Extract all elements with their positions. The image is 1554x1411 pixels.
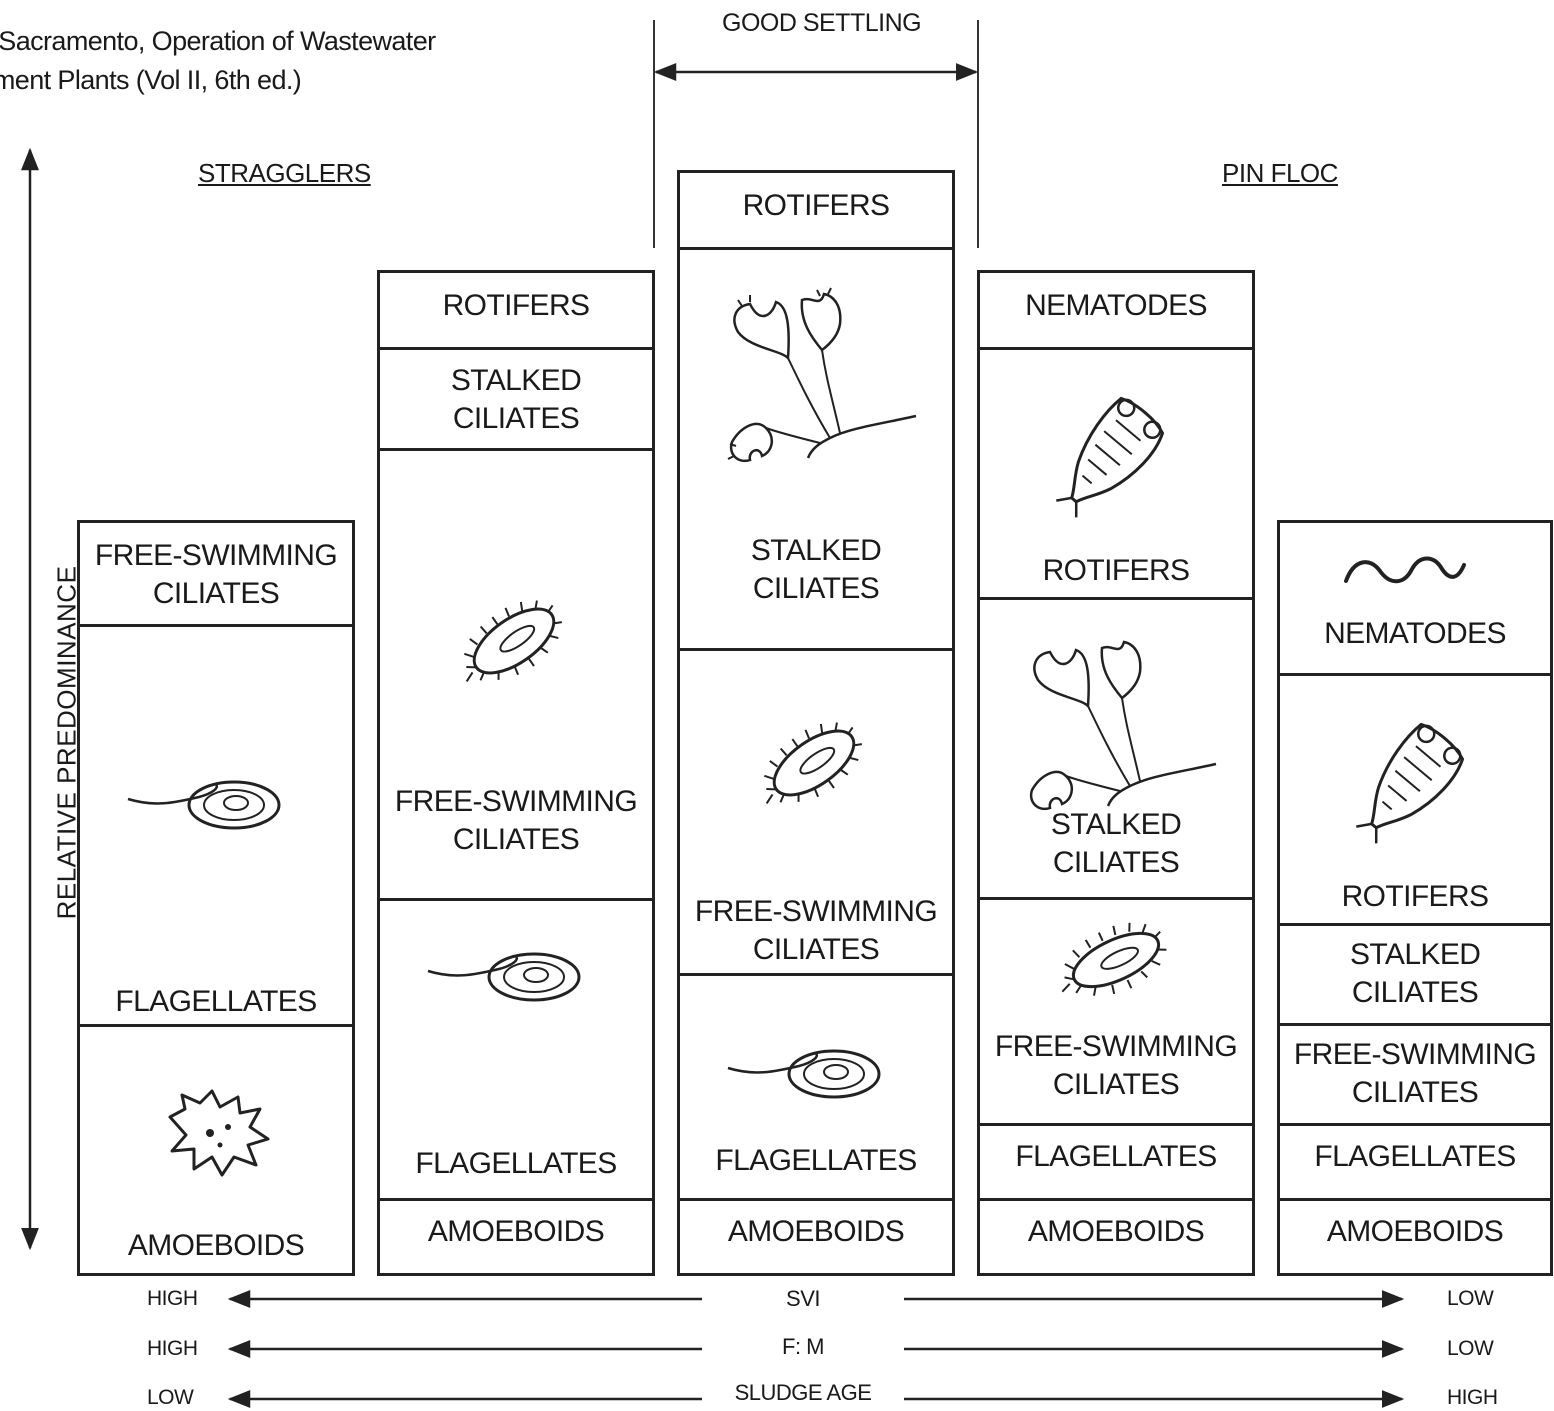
cell-flagellates: FLAGELLATES [680, 976, 952, 1201]
cell-rotifers: ROTIFERS [380, 273, 652, 350]
cell-free-swimming-ciliates: FREE-SWIMMING CILIATES [80, 523, 352, 627]
stalked-ciliate-icon [720, 287, 920, 483]
cell-free-swimming-ciliates: FREE-SWIMMING CILIATES [1280, 1026, 1550, 1126]
cell-nematodes: NEMATODES [1280, 523, 1550, 676]
cell-label: STALKED CILIATES [750, 534, 882, 605]
flagellate-icon [124, 777, 284, 842]
cell-free-swimming-ciliates: FREE-SWIMMING CILIATES [980, 900, 1252, 1126]
svi-left-label: HIGH [147, 1287, 198, 1310]
fm-label: F: M [782, 1334, 825, 1359]
cell-rotifers: ROTIFERS [1280, 676, 1550, 926]
cell-label: FREE-SWIMMING CILIATES [394, 785, 638, 856]
sludge-age-right-label: HIGH [1447, 1386, 1498, 1409]
cell-label: FLAGELLATES [1015, 1140, 1217, 1173]
cell-label: FREE-SWIMMING CILIATES [994, 1030, 1238, 1101]
cell-label: AMOEBOIDS [1027, 1215, 1205, 1248]
source-line-1: l Sacramento, Operation of Wastewater [0, 26, 436, 56]
cell-stalked-ciliates: STALKED CILIATES [1280, 926, 1550, 1026]
cell-label: FLAGELLATES [115, 985, 317, 1018]
column-2: ROTIFERS STALKED CILIATES FREE-SWIMMING … [377, 270, 655, 1276]
column-4: NEMATODES ROTIFERS STALKED CILIATES FREE… [977, 270, 1255, 1276]
cell-label: FREE-SWIMMING CILIATES [94, 539, 338, 610]
cell-label: STALKED CILIATES [450, 364, 582, 435]
sludge-age-label: SLUDGE AGE [734, 1380, 872, 1405]
pin-floc-header: PIN FLOC [1222, 158, 1338, 188]
cell-nematodes: NEMATODES [980, 273, 1252, 350]
cell-label: STALKED CILIATES [1050, 808, 1182, 879]
source-citation: l Sacramento, Operation of Wastewater tm… [0, 22, 436, 100]
cell-label: FREE-SWIMMING CILIATES [1293, 1038, 1537, 1109]
svi-right-label: LOW [1447, 1287, 1494, 1310]
ciliate-icon [1056, 910, 1176, 1015]
amoeba-icon [160, 1087, 280, 1182]
cell-label: ROTIFERS [1042, 554, 1190, 587]
cell-label: AMOEBOIDS [427, 1215, 605, 1248]
cell-stalked-ciliates: STALKED CILIATES [980, 600, 1252, 900]
cell-label: FREE-SWIMMING CILIATES [694, 895, 938, 966]
sludge-age-left-label: LOW [147, 1386, 194, 1409]
cell-free-swimming-ciliates: FREE-SWIMMING CILIATES [380, 451, 652, 901]
cell-label: NEMATODES [1324, 617, 1506, 650]
cell-label: FLAGELLATES [415, 1147, 617, 1180]
flagellate-icon [424, 949, 584, 1014]
svi-label: SVI [786, 1286, 820, 1311]
ciliate-icon [454, 591, 574, 696]
cell-label: ROTIFERS [442, 289, 590, 322]
cell-amoeboids: AMOEBOIDS [1280, 1201, 1550, 1273]
cell-label: FLAGELLATES [1314, 1140, 1516, 1173]
stragglers-header: STRAGGLERS [198, 158, 371, 188]
cell-stalked-ciliates: STALKED CILIATES [680, 250, 952, 651]
cell-label: FLAGELLATES [715, 1144, 917, 1177]
cell-label: AMOEBOIDS [127, 1229, 305, 1262]
cell-label: AMOEBOIDS [1326, 1215, 1504, 1248]
stalked-ciliate-icon [1020, 636, 1220, 831]
cell-flagellates: FLAGELLATES [380, 901, 652, 1201]
flagellate-icon [724, 1046, 884, 1111]
cell-amoeboids: AMOEBOIDS [80, 1027, 352, 1273]
cell-label: ROTIFERS [1341, 880, 1489, 913]
good-settling-header: GOOD SETTLING [722, 9, 922, 37]
cell-rotifers: ROTIFERS [680, 173, 952, 250]
cell-rotifers: ROTIFERS [980, 350, 1252, 600]
cell-amoeboids: AMOEBOIDS [980, 1201, 1252, 1273]
ciliate-icon [754, 713, 874, 818]
cell-amoeboids: AMOEBOIDS [680, 1201, 952, 1273]
cell-flagellates: FLAGELLATES [80, 627, 352, 1027]
cell-free-swimming-ciliates: FREE-SWIMMING CILIATES [680, 651, 952, 976]
nematode-icon [1340, 549, 1470, 594]
column-good-settling: ROTIFERS STALKED CILIATES FREE-SWIMMING … [677, 170, 955, 1276]
cell-flagellates: FLAGELLATES [980, 1126, 1252, 1201]
cell-label: NEMATODES [1025, 289, 1207, 322]
fm-right-label: LOW [1447, 1337, 1494, 1360]
cell-stalked-ciliates: STALKED CILIATES [380, 350, 652, 451]
cell-flagellates: FLAGELLATES [1280, 1126, 1550, 1201]
rotifer-icon [1352, 722, 1482, 857]
fm-left-label: HIGH [147, 1337, 198, 1360]
cell-amoeboids: AMOEBOIDS [380, 1201, 652, 1273]
cell-label: ROTIFERS [742, 189, 890, 222]
cell-label: STALKED CILIATES [1350, 938, 1481, 1009]
column-stragglers: FREE-SWIMMING CILIATES FLAGELLATES AMOEB… [77, 520, 355, 1276]
source-line-2: tment Plants (Vol II, 6th ed.) [0, 65, 302, 95]
column-pin-floc: NEMATODES ROTIFERS STALKED CILIATES FREE… [1277, 520, 1553, 1276]
rotifer-icon [1052, 396, 1182, 531]
cell-label: AMOEBOIDS [727, 1215, 905, 1248]
